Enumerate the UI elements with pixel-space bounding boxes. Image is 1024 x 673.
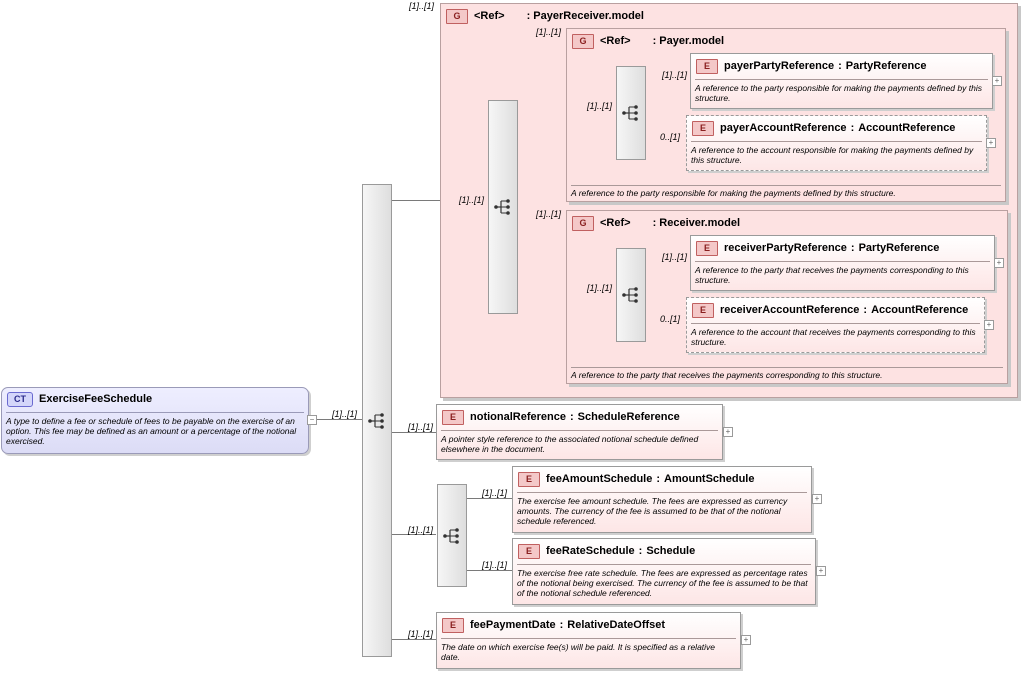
cardinality-label: [1]..[1] bbox=[482, 488, 508, 498]
group-badge: G bbox=[572, 215, 594, 231]
element-description: The date on which exercise fee(s) will b… bbox=[441, 638, 736, 662]
group-description: A reference to the party responsible for… bbox=[571, 185, 1001, 198]
element-type: AccountReference bbox=[871, 304, 969, 316]
group-name: : Receiver.model bbox=[652, 217, 741, 229]
cardinality-label: [1]..[1] bbox=[408, 525, 434, 535]
element-name: feePaymentDate bbox=[470, 619, 556, 631]
element-name: feeRateSchedule bbox=[546, 545, 635, 557]
cardinality-label: [1]..[1] bbox=[587, 283, 613, 293]
element-description: The exercise free rate schedule. The fee… bbox=[517, 564, 811, 598]
expand-icon[interactable]: + bbox=[723, 427, 733, 437]
element-badge: E bbox=[696, 240, 718, 256]
ref-label: <Ref> bbox=[474, 10, 505, 22]
element-name: feeAmountSchedule bbox=[546, 473, 653, 485]
complex-type-badge: CT bbox=[7, 391, 33, 407]
sequence-compositor-main[interactable] bbox=[362, 184, 392, 657]
sequence-compositor-receiver[interactable] bbox=[616, 248, 646, 342]
element-description: A reference to the party responsible for… bbox=[695, 79, 988, 103]
element-badge: E bbox=[442, 617, 464, 633]
element-type: AccountReference bbox=[858, 122, 956, 134]
cardinality-label: [1]..[1] bbox=[332, 409, 358, 419]
element-badge: E bbox=[518, 543, 540, 559]
connector bbox=[466, 498, 512, 499]
cardinality-label: [1]..[1] bbox=[536, 209, 562, 219]
element-description: A reference to the account responsible f… bbox=[691, 141, 982, 165]
connector bbox=[466, 570, 512, 571]
ref-label: <Ref> bbox=[600, 35, 631, 47]
expand-icon[interactable]: + bbox=[992, 76, 1002, 86]
element-type: Schedule bbox=[646, 545, 696, 557]
cardinality-label: [1]..[1] bbox=[662, 70, 688, 80]
element-receiveraccountreference[interactable]: E receiverAccountReference : AccountRefe… bbox=[686, 297, 985, 353]
cardinality-label: 0..[1] bbox=[660, 132, 681, 142]
element-description: The exercise fee amount schedule. The fe… bbox=[517, 492, 807, 526]
sequence-icon bbox=[622, 105, 638, 121]
complex-type-name: ExerciseFeeSchedule bbox=[39, 393, 153, 405]
element-badge: E bbox=[696, 58, 718, 74]
complex-type-description: A type to define a fee or schedule of fe… bbox=[6, 412, 304, 446]
element-type: AmountSchedule bbox=[664, 473, 755, 485]
element-feeamountschedule[interactable]: E feeAmountSchedule : AmountSchedule The… bbox=[512, 466, 812, 533]
element-name: receiverPartyReference bbox=[724, 242, 847, 254]
element-feepaymentdate[interactable]: E feePaymentDate : RelativeDateOffset Th… bbox=[436, 612, 741, 669]
element-name: payerPartyReference bbox=[724, 60, 835, 72]
sequence-compositor-payerreceiver[interactable] bbox=[488, 100, 518, 314]
element-badge: E bbox=[692, 120, 714, 136]
connector bbox=[390, 200, 440, 201]
expand-icon[interactable]: + bbox=[986, 138, 996, 148]
ref-label: <Ref> bbox=[600, 217, 631, 229]
expand-icon[interactable]: + bbox=[816, 566, 826, 576]
element-name: receiverAccountReference bbox=[720, 304, 860, 316]
cardinality-label: [1]..[1] bbox=[459, 195, 485, 205]
element-type: PartyReference bbox=[845, 60, 927, 72]
cardinality-label: [1]..[1] bbox=[408, 422, 434, 432]
cardinality-label: [1]..[1] bbox=[482, 560, 508, 570]
cardinality-label: [1]..[1] bbox=[536, 27, 562, 37]
element-description: A pointer style reference to the associa… bbox=[441, 430, 718, 454]
element-type: ScheduleReference bbox=[577, 411, 680, 423]
group-description: A reference to the party that receives t… bbox=[571, 367, 1003, 380]
cardinality-label: [1]..[1] bbox=[662, 252, 688, 262]
cardinality-label: [1]..[1] bbox=[587, 101, 613, 111]
sequence-icon bbox=[443, 527, 459, 544]
sequence-icon bbox=[494, 199, 510, 215]
element-name: notionalReference bbox=[470, 411, 566, 423]
element-type: PartyReference bbox=[858, 242, 940, 254]
sequence-compositor-payer[interactable] bbox=[616, 66, 646, 160]
complex-type-exercisefeeschedule[interactable]: CT ExerciseFeeSchedule A type to define … bbox=[1, 387, 309, 454]
connector bbox=[310, 419, 362, 420]
connector bbox=[390, 432, 436, 433]
group-name: : Payer.model bbox=[652, 35, 725, 47]
element-notionalreference[interactable]: E notionalReference : ScheduleReference … bbox=[436, 404, 723, 460]
expand-icon[interactable]: + bbox=[984, 320, 994, 330]
element-description: A reference to the account that receives… bbox=[691, 323, 980, 347]
expand-icon[interactable]: + bbox=[741, 635, 751, 645]
element-type: RelativeDateOffset bbox=[567, 619, 666, 631]
element-feerateschedule[interactable]: E feeRateSchedule : Schedule The exercis… bbox=[512, 538, 816, 605]
element-badge: E bbox=[518, 471, 540, 487]
element-badge: E bbox=[692, 302, 714, 318]
element-payerpartyreference[interactable]: E payerPartyReference : PartyReference A… bbox=[690, 53, 993, 109]
sequence-compositor-fee[interactable] bbox=[437, 484, 467, 587]
element-description: A reference to the party that receives t… bbox=[695, 261, 990, 285]
sequence-icon bbox=[368, 412, 384, 429]
element-name: payerAccountReference bbox=[720, 122, 847, 134]
sequence-icon bbox=[622, 287, 638, 303]
collapse-icon[interactable]: − bbox=[307, 415, 317, 425]
element-badge: E bbox=[442, 409, 464, 425]
expand-icon[interactable]: + bbox=[812, 494, 822, 504]
element-receiverpartyreference[interactable]: E receiverPartyReference : PartyReferenc… bbox=[690, 235, 995, 291]
element-payeraccountreference[interactable]: E payerAccountReference : AccountReferen… bbox=[686, 115, 987, 171]
cardinality-label: [1]..[1] bbox=[409, 1, 435, 11]
group-badge: G bbox=[446, 8, 468, 24]
cardinality-label: [1]..[1] bbox=[408, 629, 434, 639]
connector bbox=[390, 534, 436, 535]
group-name: : PayerReceiver.model bbox=[526, 10, 644, 22]
cardinality-label: 0..[1] bbox=[660, 314, 681, 324]
expand-icon[interactable]: + bbox=[994, 258, 1004, 268]
connector bbox=[390, 639, 436, 640]
group-badge: G bbox=[572, 33, 594, 49]
